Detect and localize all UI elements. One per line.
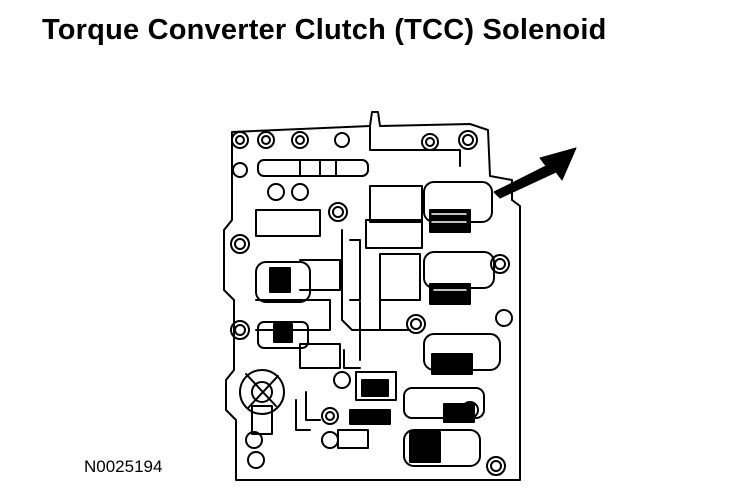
solenoids xyxy=(337,181,501,467)
pointer-arrow xyxy=(493,147,577,199)
bolt-holes xyxy=(230,130,513,476)
figure-id: N0025194 xyxy=(84,457,163,476)
valve-body-outline xyxy=(223,111,521,481)
accumulator xyxy=(239,369,285,435)
passages xyxy=(295,259,395,431)
left-solenoids xyxy=(255,261,341,369)
page-title: Torque Converter Clutch (TCC) Solenoid xyxy=(42,14,607,46)
